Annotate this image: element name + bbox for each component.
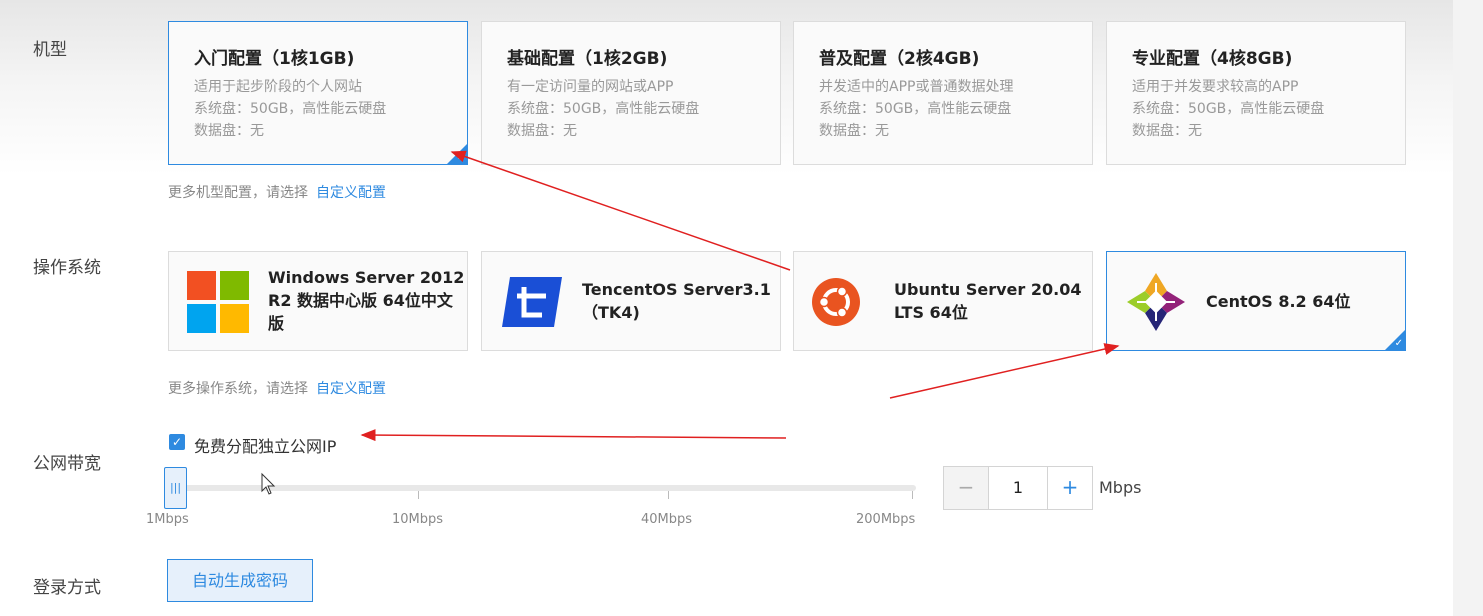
- os-name-line3: 版: [268, 314, 285, 333]
- os-card-centos[interactable]: CentOS 8.2 64位 ✓: [1106, 251, 1406, 351]
- os-name-line2: （TK4): [582, 303, 640, 322]
- slider-tick: [912, 491, 913, 499]
- annotation-arrow: [360, 429, 787, 442]
- spec-data-disk: 数据盘：无: [819, 123, 889, 139]
- custom-os-link[interactable]: 自定义配置: [316, 381, 386, 397]
- bandwidth-unit: Mbps: [1099, 478, 1142, 497]
- annotation-arrow: [450, 150, 791, 271]
- spec-system-disk: 系统盘：50GB，高性能云硬盘: [1132, 101, 1325, 117]
- spec-hint: 更多机型配置，请选择自定义配置: [168, 182, 386, 202]
- slider-tick: [668, 491, 669, 499]
- bandwidth-value[interactable]: 1: [1012, 478, 1024, 497]
- label-bandwidth: 公网带宽: [33, 454, 101, 474]
- custom-config-link[interactable]: 自定义配置: [316, 185, 386, 201]
- spec-card-pro[interactable]: 专业配置（4核8GB) 适用于并发要求较高的APP 系统盘：50GB，高性能云硬…: [1106, 21, 1406, 165]
- increment-button[interactable]: +: [1047, 467, 1092, 509]
- decrement-button[interactable]: −: [944, 467, 989, 509]
- spec-card-basic[interactable]: 基础配置（1核2GB) 有一定访问量的网站或APP 系统盘：50GB，高性能云硬…: [481, 21, 781, 165]
- tick-label-40: 40Mbps: [641, 512, 693, 527]
- spec-desc: 适用于并发要求较高的APP: [1132, 79, 1299, 95]
- spec-card-popular[interactable]: 普及配置（2核4GB) 并发适中的APP或普通数据处理 系统盘：50GB，高性能…: [793, 21, 1093, 165]
- slider-tick: [418, 491, 419, 499]
- public-ip-label: 免费分配独立公网IP: [194, 437, 337, 456]
- os-card-ubuntu[interactable]: Ubuntu Server 20.04 LTS 64位: [793, 251, 1093, 351]
- os-hint: 更多操作系统，请选择自定义配置: [168, 378, 386, 398]
- spec-system-disk: 系统盘：50GB，高性能云硬盘: [194, 101, 387, 117]
- label-instance-type: 机型: [33, 40, 67, 60]
- bandwidth-slider-handle[interactable]: |||: [164, 467, 187, 509]
- ubuntu-icon: [812, 278, 860, 326]
- os-name-line2: R2 数据中心版 64位中文: [268, 291, 453, 310]
- spec-desc: 有一定访问量的网站或APP: [507, 79, 674, 95]
- spec-system-disk: 系统盘：50GB，高性能云硬盘: [819, 101, 1012, 117]
- spec-desc: 适用于起步阶段的个人网站: [194, 79, 362, 95]
- spec-data-disk: 数据盘：无: [194, 123, 264, 139]
- tencentos-icon: [502, 277, 562, 327]
- os-name-line1: Windows Server 2012: [268, 268, 465, 287]
- windows-icon: [187, 271, 249, 333]
- centos-icon: [1127, 273, 1185, 331]
- spec-data-disk: 数据盘：无: [507, 123, 577, 139]
- selected-check-icon: ✓: [1385, 330, 1405, 350]
- os-name-line2: LTS 64位: [894, 303, 968, 322]
- public-ip-checkbox[interactable]: ✓: [169, 434, 185, 450]
- mouse-cursor-icon: [261, 472, 276, 495]
- spec-system-disk: 系统盘：50GB，高性能云硬盘: [507, 101, 700, 117]
- bandwidth-slider-track[interactable]: [170, 485, 916, 491]
- spec-hint-text: 更多机型配置，请选择: [168, 185, 308, 201]
- os-name-line1: CentOS 8.2 64位: [1206, 292, 1351, 311]
- os-name-line1: Ubuntu Server 20.04: [894, 280, 1082, 299]
- spec-title: 专业配置（4核8GB): [1132, 49, 1293, 69]
- os-card-tencentos[interactable]: TencentOS Server3.1 （TK4): [481, 251, 781, 351]
- spec-title: 入门配置（1核1GB): [194, 49, 355, 69]
- tick-label-200: 200Mbps: [856, 512, 916, 527]
- os-card-windows[interactable]: Windows Server 2012 R2 数据中心版 64位中文 版: [168, 251, 468, 351]
- spec-desc: 并发适中的APP或普通数据处理: [819, 79, 1014, 95]
- auto-password-button[interactable]: 自动生成密码: [167, 559, 313, 602]
- right-scroll-strip: [1453, 0, 1483, 616]
- os-name-line1: TencentOS Server3.1: [582, 280, 771, 299]
- tick-label-10: 10Mbps: [392, 512, 444, 527]
- spec-title: 普及配置（2核4GB): [819, 49, 980, 69]
- label-login: 登录方式: [33, 578, 101, 598]
- bandwidth-stepper: − 1 +: [943, 466, 1093, 510]
- annotation-arrow: [889, 343, 1120, 399]
- tick-label-1: 1Mbps: [146, 512, 189, 527]
- spec-data-disk: 数据盘：无: [1132, 123, 1202, 139]
- spec-title: 基础配置（1核2GB): [507, 49, 668, 69]
- spec-card-entry[interactable]: 入门配置（1核1GB) 适用于起步阶段的个人网站 系统盘：50GB，高性能云硬盘…: [168, 21, 468, 165]
- label-os: 操作系统: [33, 258, 101, 278]
- os-hint-text: 更多操作系统，请选择: [168, 381, 308, 397]
